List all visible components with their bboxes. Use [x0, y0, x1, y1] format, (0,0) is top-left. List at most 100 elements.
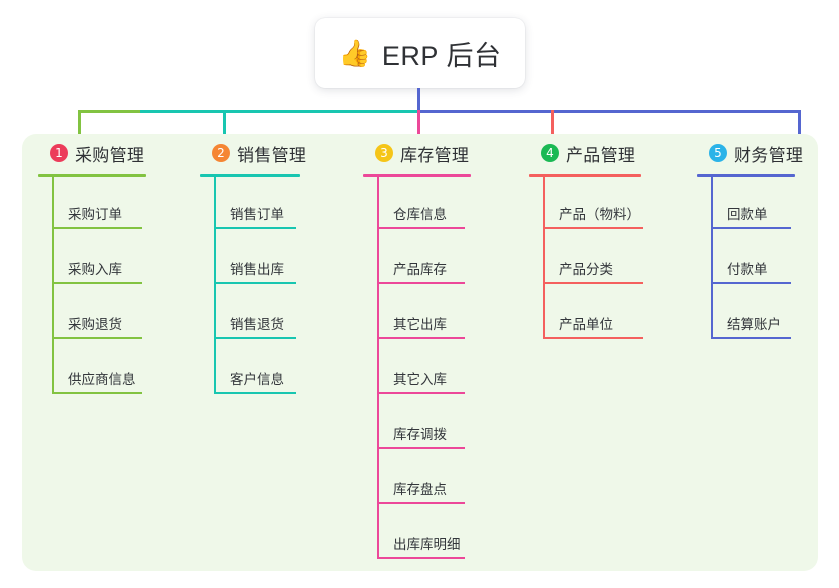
column-number-badge: 4: [541, 144, 559, 162]
column-title: 产品管理: [566, 145, 636, 165]
column-underline: [200, 174, 300, 177]
list-item-label: 产品（物料）: [559, 207, 640, 222]
list-item-underline: [52, 392, 142, 394]
list-item-label: 产品库存: [393, 262, 447, 277]
list-item-label: 库存盘点: [393, 482, 447, 497]
list-item[interactable]: 销售订单: [200, 177, 300, 232]
column-items-4: 产品（物料） 产品分类产品单位: [529, 177, 643, 342]
list-item-label: 仓库信息: [393, 207, 447, 222]
list-item-label: 销售退货: [230, 317, 284, 332]
list-item[interactable]: 结算账户: [697, 287, 795, 342]
list-item[interactable]: 产品库存: [363, 232, 471, 287]
list-item[interactable]: 采购退货: [38, 287, 146, 342]
drop-connector-col5: [798, 110, 801, 150]
thumbs-up-icon: 👍: [338, 38, 371, 68]
list-item[interactable]: 采购订单: [38, 177, 146, 232]
list-item[interactable]: 销售退货: [200, 287, 300, 342]
column-2: 2 销售管理销售订单销售出库销售退货客户信息: [200, 140, 306, 397]
list-item[interactable]: 出库库明细: [363, 507, 471, 562]
list-item-underline: [377, 227, 465, 229]
list-item-label: 结算账户: [727, 317, 781, 332]
bar-segment-green: [78, 110, 142, 113]
drop-connector-col3: [417, 110, 420, 150]
list-item[interactable]: 产品（物料）: [529, 177, 643, 232]
list-item-label: 销售订单: [230, 207, 284, 222]
column-1: 1 采购管理采购订单采购入库采购退货供应商信息: [38, 140, 146, 397]
list-item-label: 供应商信息: [68, 372, 136, 387]
bar-segment-teal: [140, 110, 418, 113]
list-item[interactable]: 采购入库: [38, 232, 146, 287]
column-spine: [214, 177, 216, 394]
trunk-connector: [417, 88, 420, 113]
root-node-content: 👍 ERP 后台: [339, 34, 502, 73]
column-header-2[interactable]: 2 销售管理: [200, 140, 306, 166]
list-item[interactable]: 回款单: [697, 177, 795, 232]
column-spine: [543, 177, 545, 339]
column-spine: [711, 177, 713, 339]
list-item[interactable]: 客户信息: [200, 342, 300, 397]
column-title: 财务管理: [734, 145, 804, 165]
column-spine: [52, 177, 54, 394]
list-item-label: 其它出库: [393, 317, 447, 332]
list-item[interactable]: 仓库信息: [363, 177, 471, 232]
list-item-underline: [543, 337, 643, 339]
column-underline: [363, 174, 471, 177]
list-item-underline: [377, 392, 465, 394]
list-item[interactable]: 产品单位: [529, 287, 643, 342]
column-number-badge: 1: [50, 144, 68, 162]
list-item-label: 回款单: [727, 207, 768, 222]
column-5: 5 财务管理回款单付款单结算账户: [697, 140, 803, 342]
list-item-label: 采购订单: [68, 207, 122, 222]
list-item-label: 出库库明细: [393, 537, 461, 552]
list-item[interactable]: 付款单: [697, 232, 795, 287]
list-item-label: 产品分类: [559, 262, 613, 277]
column-header-3[interactable]: 3 库存管理: [363, 140, 471, 166]
list-item-label: 销售出库: [230, 262, 284, 277]
column-spine: [377, 177, 379, 559]
list-item-underline: [711, 337, 791, 339]
column-header-4[interactable]: 4 产品管理: [529, 140, 641, 166]
column-underline: [529, 174, 641, 177]
list-item-label: 采购退货: [68, 317, 122, 332]
root-node[interactable]: 👍 ERP 后台: [315, 18, 525, 88]
column-underline: [697, 174, 795, 177]
list-item-underline: [711, 227, 791, 229]
list-item-underline: [377, 502, 465, 504]
list-item-underline: [214, 337, 296, 339]
list-item-underline: [52, 282, 142, 284]
list-item-underline: [377, 282, 465, 284]
column-title: 库存管理: [400, 145, 470, 165]
list-item-underline: [711, 282, 791, 284]
list-item-label: 客户信息: [230, 372, 284, 387]
list-item-underline: [52, 337, 142, 339]
list-item-label: 产品单位: [559, 317, 613, 332]
list-item[interactable]: 产品分类: [529, 232, 643, 287]
list-item-underline: [377, 337, 465, 339]
list-item-underline: [214, 392, 296, 394]
list-item[interactable]: 其它出库: [363, 287, 471, 342]
drop-connector-col1: [78, 110, 81, 150]
list-item-label: 采购入库: [68, 262, 122, 277]
column-number-badge: 3: [375, 144, 393, 162]
drop-connector-col2: [223, 110, 226, 150]
root-node-title: ERP 后台: [381, 40, 502, 71]
list-item-underline: [214, 282, 296, 284]
list-item[interactable]: 供应商信息: [38, 342, 146, 397]
column-header-5[interactable]: 5 财务管理: [697, 140, 803, 166]
column-items-3: 仓库信息产品库存其它出库其它入库库存调拨库存盘点出库库明细: [363, 177, 471, 562]
column-items-1: 采购订单采购入库采购退货供应商信息: [38, 177, 146, 397]
column-number-badge: 2: [212, 144, 230, 162]
list-item[interactable]: 库存盘点: [363, 452, 471, 507]
column-4: 4 产品管理产品（物料） 产品分类产品单位: [529, 140, 643, 342]
list-item[interactable]: 其它入库: [363, 342, 471, 397]
list-item[interactable]: 销售出库: [200, 232, 300, 287]
content-panel: [22, 134, 818, 571]
column-header-1[interactable]: 1 采购管理: [38, 140, 146, 166]
column-3: 3 库存管理仓库信息产品库存其它出库其它入库库存调拨库存盘点出库库明细: [363, 140, 471, 562]
column-title: 销售管理: [237, 145, 307, 165]
column-title: 采购管理: [75, 145, 145, 165]
column-items-2: 销售订单销售出库销售退货客户信息: [200, 177, 300, 397]
list-item[interactable]: 库存调拨: [363, 397, 471, 452]
column-number-badge: 5: [709, 144, 727, 162]
